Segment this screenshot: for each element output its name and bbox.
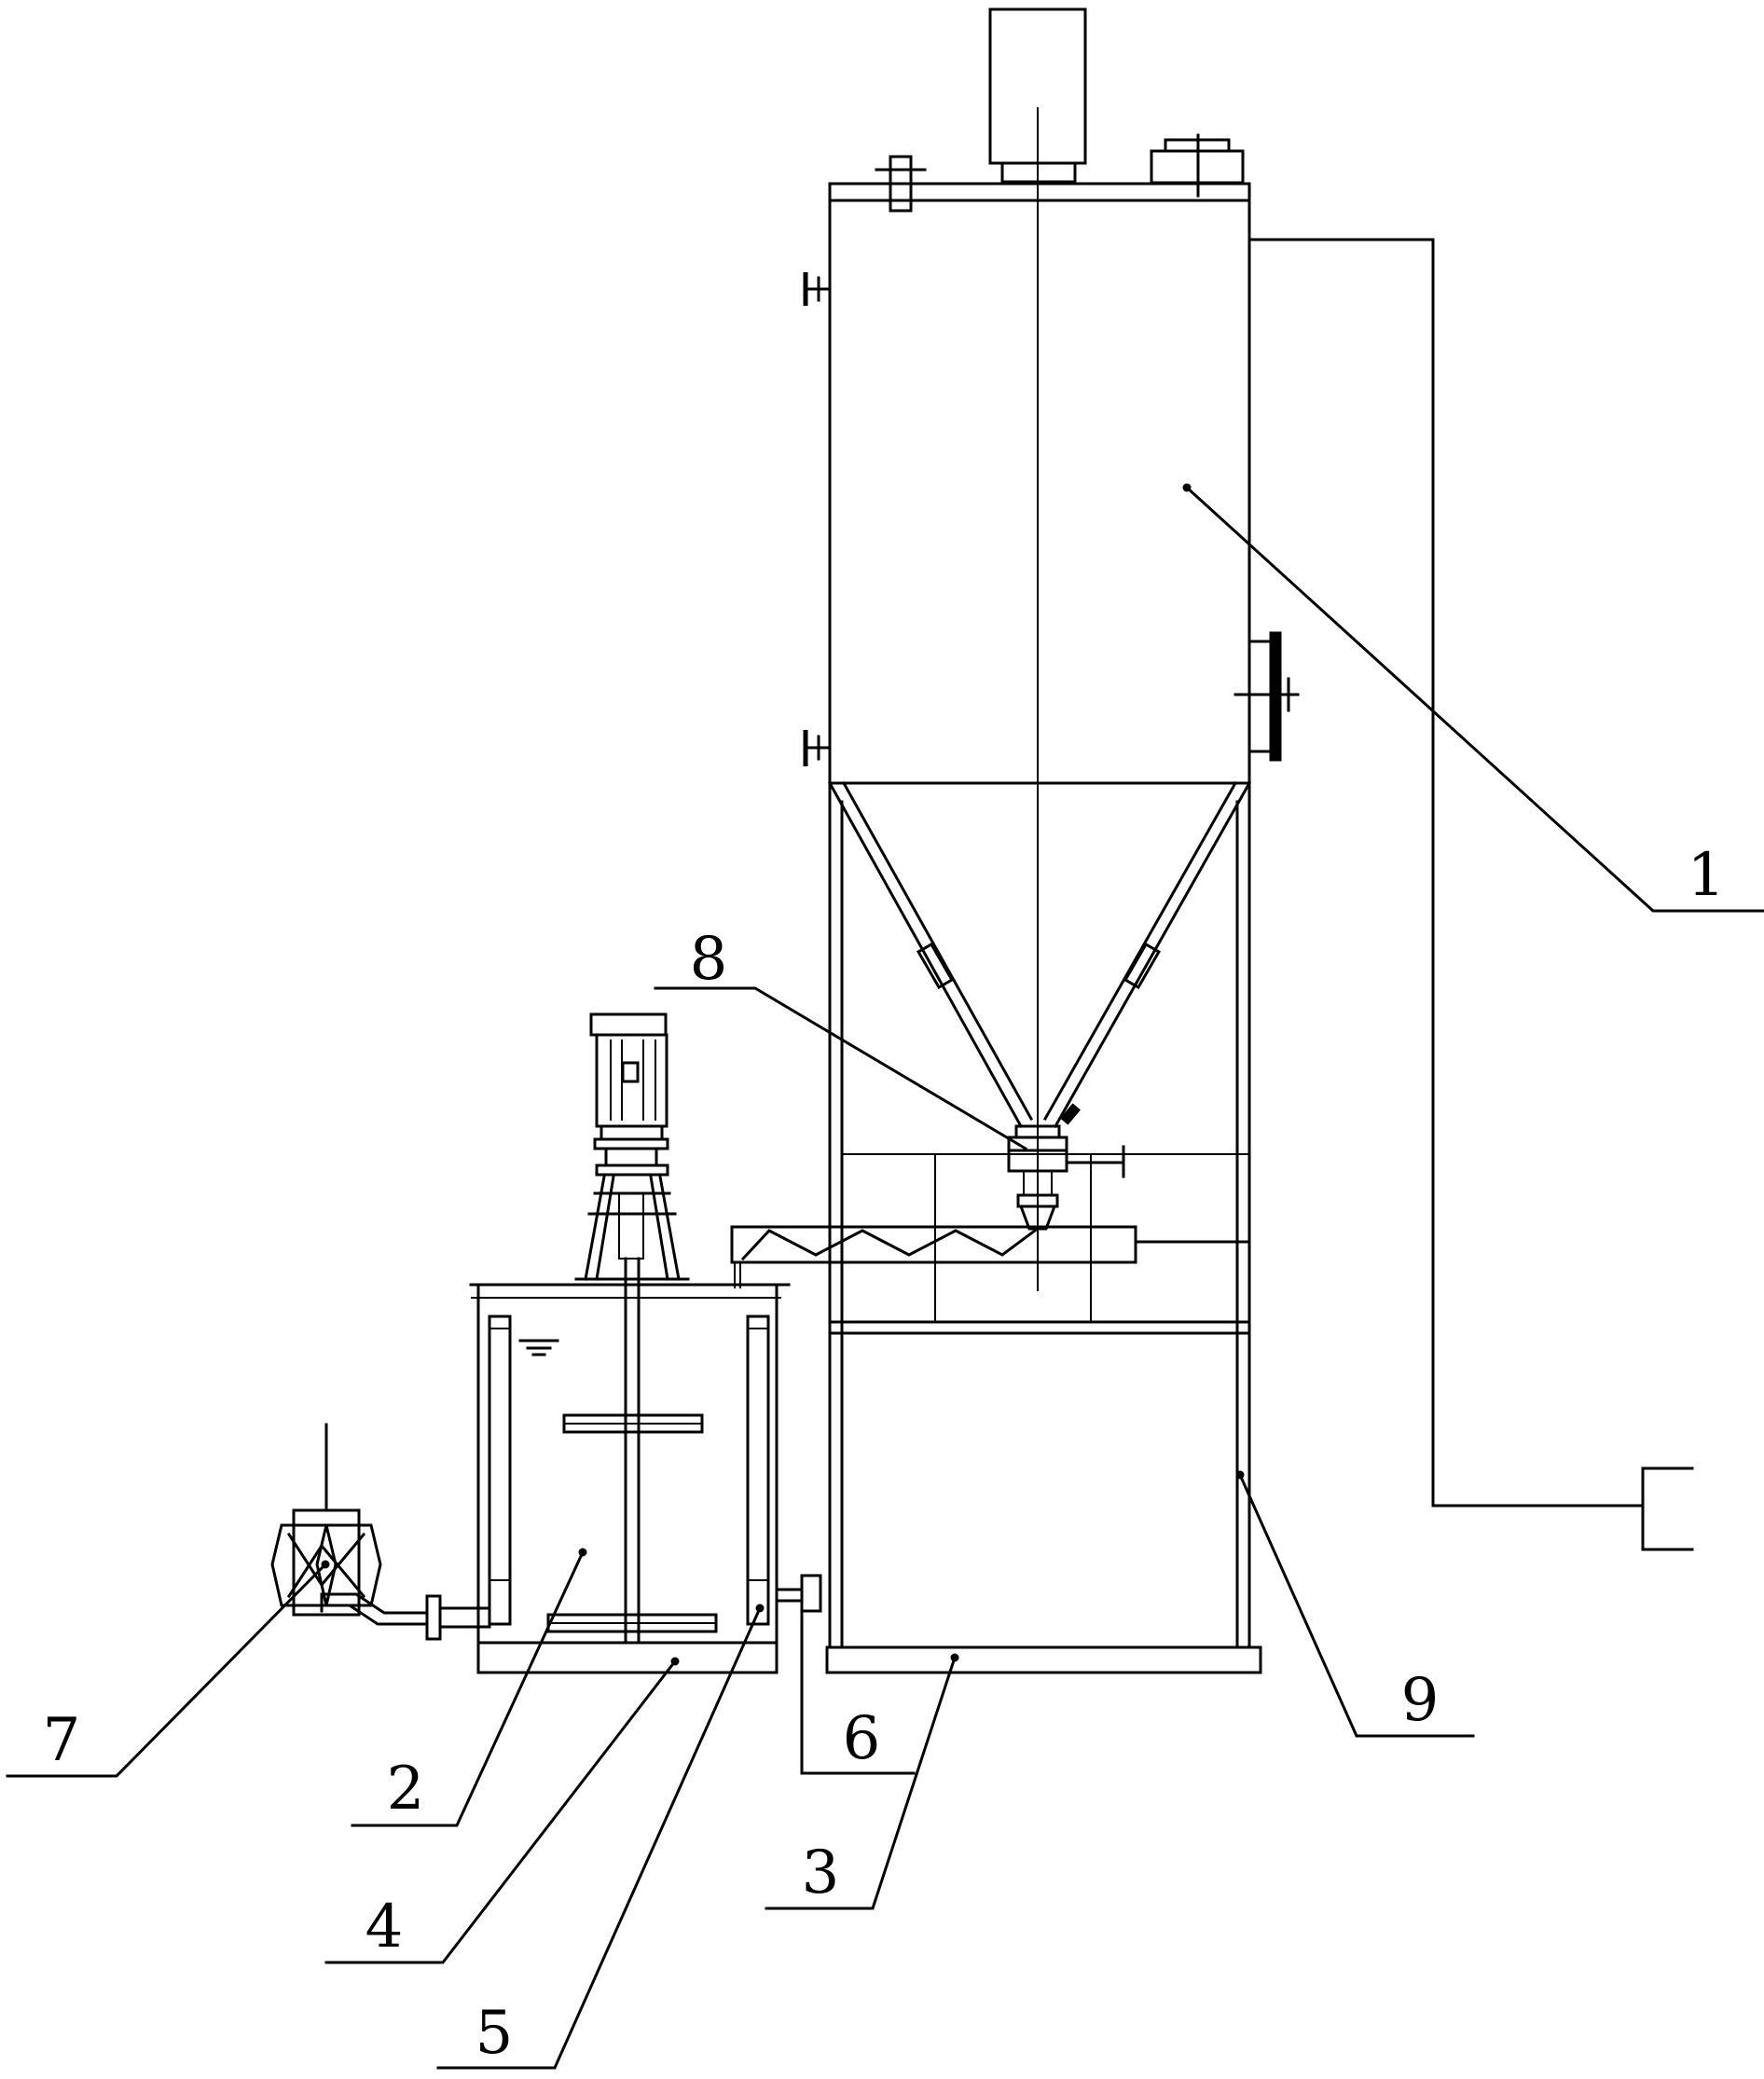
tank-base [476,1641,779,1674]
support-frame [828,781,1251,1649]
mixing-tank [320,1012,916,1775]
agitator [546,1257,718,1645]
label-tank-inner-wall: 5 [475,1999,514,2068]
label-overflow-outlet: 6 [843,1704,881,1773]
liquid-level-symbol [518,1339,559,1356]
wall-nozzle-lower [803,730,832,766]
label-pump: 7 [43,1706,81,1775]
label-mixing-tank: 2 [387,1755,425,1824]
tank-inner-wall [488,1315,770,1626]
leader-lines [6,483,1764,2070]
discharge-valve [1007,1124,1125,1231]
label-support-frame: 9 [1401,1666,1440,1735]
tank-outlet-pipe [320,1592,491,1641]
silo [803,7,1300,1291]
frame-base [825,1645,1262,1674]
agitator-motor [589,1012,669,1177]
part-labels: 1 8 9 6 3 2 4 5 7 [43,841,1726,2068]
roof-manhole [1150,133,1245,198]
label-frame-base: 3 [802,1838,840,1907]
silo-roof [828,182,1251,202]
side-hatch [1233,631,1300,762]
wall-nozzle-upper [803,272,832,306]
label-silo: 1 [1688,841,1726,910]
roof-nozzle-left [875,155,927,213]
silo-cone [827,780,1252,1129]
screw-conveyor [730,1225,1251,1288]
motor-stand [574,1175,690,1281]
label-tank-base: 4 [365,1893,404,1962]
exhaust-line [1247,238,1694,1551]
label-discharge-valve: 8 [690,925,728,994]
pump [270,1423,382,1617]
